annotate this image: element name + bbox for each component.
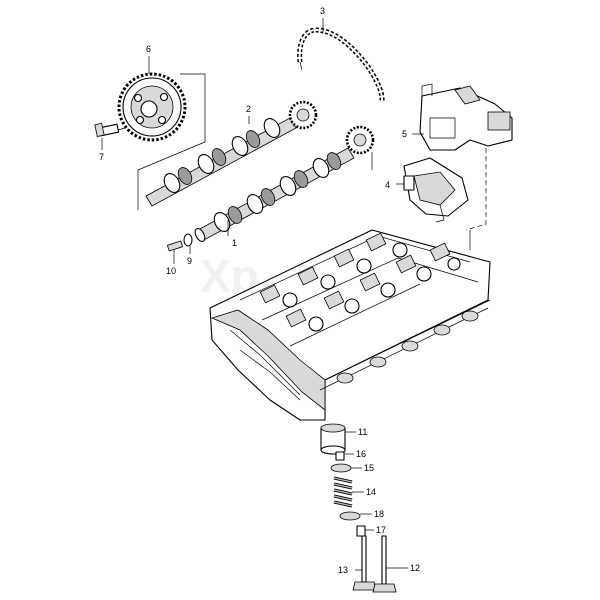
callout-4: 4 bbox=[385, 180, 390, 190]
sprocket-bolt-part-7 bbox=[94, 122, 120, 137]
callout-15: 15 bbox=[364, 463, 374, 473]
cylinder-head bbox=[209, 229, 491, 421]
timing-chain-part-3 bbox=[297, 27, 385, 103]
camshaft-adjuster-part-5 bbox=[419, 83, 513, 151]
valve-keepers-part-16 bbox=[335, 451, 345, 461]
callout-7: 7 bbox=[99, 152, 104, 162]
camshaft-part-2 bbox=[145, 100, 318, 207]
callout-2: 2 bbox=[246, 104, 251, 114]
washer-part-9 bbox=[183, 233, 193, 247]
spring-retainer-part-15 bbox=[330, 463, 352, 473]
chain-tensioner-part-4 bbox=[403, 157, 469, 223]
callout-1: 1 bbox=[232, 238, 237, 248]
callout-18: 18 bbox=[374, 509, 384, 519]
valve-stem-seal-part-17 bbox=[356, 525, 366, 537]
hydraulic-lifter-part-11 bbox=[320, 423, 346, 455]
callout-13: 13 bbox=[338, 565, 348, 575]
camshaft-part-1 bbox=[194, 125, 375, 243]
callout-10: 10 bbox=[166, 266, 176, 276]
callout-5: 5 bbox=[402, 129, 407, 139]
camshaft-sprocket-part-6 bbox=[117, 72, 187, 142]
valve-part-12 bbox=[372, 535, 397, 593]
callout-17: 17 bbox=[376, 525, 386, 535]
spring-seat-part-18 bbox=[339, 511, 361, 521]
valve-part-13 bbox=[352, 535, 377, 591]
callout-11: 11 bbox=[358, 427, 367, 437]
callout-9: 9 bbox=[187, 256, 192, 266]
valve-spring-part-14 bbox=[333, 476, 353, 508]
bolt-part-10 bbox=[166, 240, 184, 252]
callout-14: 14 bbox=[366, 487, 376, 497]
callout-6: 6 bbox=[146, 44, 151, 54]
callout-3: 3 bbox=[320, 6, 325, 16]
callout-16: 16 bbox=[356, 449, 366, 459]
callout-12: 12 bbox=[410, 563, 420, 573]
